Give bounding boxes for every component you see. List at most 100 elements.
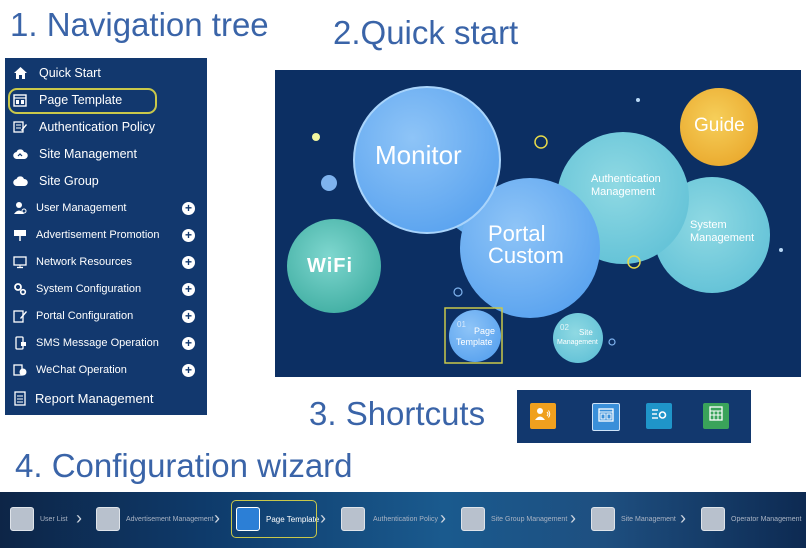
wizard-step-label: Site Management: [621, 515, 676, 523]
monitor-label: Monitor: [375, 140, 462, 170]
navigation-tree-heading: 1. Navigation tree: [10, 6, 269, 43]
expand-icon[interactable]: +: [182, 255, 195, 269]
nav-item-label: Page Template: [39, 93, 123, 107]
expand-icon[interactable]: +: [182, 228, 195, 242]
wizard-step-authentication-policy[interactable]: Authentication Policy: [341, 507, 438, 531]
nav-item-label: SMS Message Operation: [36, 337, 159, 349]
cloud-group-icon: [461, 507, 485, 531]
template-icon: [236, 507, 260, 531]
user-sound-icon: [535, 407, 551, 426]
operator-icon: [701, 507, 725, 531]
nav-item-label: Network Resources: [36, 256, 132, 268]
nav-item-quick-start[interactable]: Quick Start: [5, 61, 207, 85]
wizard-step-advertisement-management[interactable]: Advertisement Management: [96, 507, 214, 531]
nav-item-user-management[interactable]: User Management +: [5, 196, 207, 220]
cloud-icon: [12, 146, 28, 162]
wizard-step-label: Operator Management: [731, 515, 802, 523]
shortcuts-heading: 3. Shortcuts: [309, 395, 486, 432]
policy-icon: [12, 119, 28, 135]
chevron-right-icon: ›: [320, 508, 326, 528]
monitor-icon: [12, 254, 28, 270]
nav-item-network-resources[interactable]: Network Resources +: [5, 250, 207, 274]
policy-icon: [341, 507, 365, 531]
wizard-step-site-management[interactable]: Site Management: [591, 507, 676, 531]
nav-item-report-management[interactable]: Report Management: [5, 386, 207, 410]
home-icon: [12, 65, 28, 81]
clock-icon: [96, 507, 120, 531]
nav-item-site-group[interactable]: Site Group: [5, 169, 207, 193]
nav-item-label: System Configuration: [36, 283, 142, 295]
chevron-right-icon: ›: [76, 508, 82, 528]
expand-icon[interactable]: +: [182, 201, 195, 215]
edit-icon: [12, 308, 28, 324]
shortcut-system-settings[interactable]: [646, 403, 672, 429]
wizard-step-operator-management[interactable]: Operator Management: [701, 507, 801, 531]
wizard-step-label: Page Template: [266, 514, 320, 524]
nav-item-portal-configuration[interactable]: Portal Configuration +: [5, 304, 207, 328]
decor-dot: [312, 133, 320, 141]
expand-icon[interactable]: +: [182, 309, 195, 323]
step1-number: 01: [457, 320, 466, 329]
guide-label: Guide: [694, 115, 745, 136]
shortcut-report[interactable]: [703, 403, 729, 429]
step2-label-line1: Site: [579, 328, 593, 337]
portal-custom-label-line1: Portal: [488, 221, 546, 246]
nav-item-authentication-policy[interactable]: Authentication Policy: [5, 115, 207, 139]
decor-ring: [534, 135, 548, 149]
wizard-step-page-template[interactable]: Page Template: [236, 507, 319, 531]
user-icon: [10, 507, 34, 531]
billboard-icon: [12, 227, 28, 243]
nav-item-sms-message-operation[interactable]: SMS Message Operation +: [5, 331, 207, 355]
template-icon: [12, 92, 28, 108]
chevron-right-icon: ›: [440, 508, 446, 528]
shortcut-user-management[interactable]: [530, 403, 556, 429]
calculator-icon: [709, 406, 723, 426]
nav-item-label: WeChat Operation: [36, 364, 127, 376]
monitor-bubble[interactable]: [353, 86, 501, 234]
wizard-step-label: User List: [40, 515, 68, 523]
quick-start-bubbles: [287, 86, 783, 364]
chevron-right-icon: ›: [214, 508, 220, 528]
cloud-group-icon: [12, 173, 28, 189]
decor-dot: [779, 248, 783, 252]
configuration-wizard-heading: 4. Configuration wizard: [15, 447, 353, 484]
nav-item-label: Site Group: [39, 174, 99, 188]
portal-custom-label-line2: Custom: [488, 243, 564, 268]
nav-item-label: Report Management: [35, 390, 154, 406]
step2-bubble[interactable]: [553, 313, 603, 363]
wechat-icon: [12, 362, 28, 378]
authentication-management-label-line1: Authentication: [591, 173, 661, 185]
nav-item-site-management[interactable]: Site Management: [5, 142, 207, 166]
decor-dot: [321, 175, 337, 191]
wizard-step-label: Authentication Policy: [373, 515, 438, 523]
nav-item-page-template[interactable]: Page Template: [5, 88, 207, 112]
system-management-label-line1: System: [690, 219, 727, 231]
nav-item-label: Authentication Policy: [39, 120, 156, 134]
wizard-step-label: Advertisement Management: [126, 515, 214, 523]
nav-item-advertisement-promotion[interactable]: Advertisement Promotion +: [5, 223, 207, 247]
portal-custom-bubble[interactable]: [460, 178, 600, 318]
step1-bubble[interactable]: [449, 310, 501, 362]
expand-icon[interactable]: +: [182, 336, 195, 350]
wizard-step-site-group-management[interactable]: Site Group Management: [461, 507, 567, 531]
expand-icon[interactable]: +: [182, 282, 195, 296]
expand-icon[interactable]: +: [182, 363, 195, 377]
nav-item-label: Site Management: [39, 147, 137, 161]
system-management-label-line2: Management: [690, 232, 755, 244]
step2-label-line2: Management: [557, 339, 598, 346]
shortcut-page-template[interactable]: [592, 403, 620, 431]
nav-item-system-configuration[interactable]: System Configuration +: [5, 277, 207, 301]
nav-item-wechat-operation[interactable]: WeChat Operation +: [5, 358, 207, 382]
wizard-step-user-list[interactable]: User List: [10, 507, 68, 531]
decor-dot: [636, 98, 640, 102]
decor-ring: [608, 338, 616, 346]
wifi-bubble: [287, 219, 381, 313]
wizard-step-label: Site Group Management: [491, 515, 568, 523]
configuration-wizard-bar: User List › Advertisement Management › P…: [0, 492, 806, 548]
nav-item-label: User Management: [36, 202, 127, 214]
step1-highlight: [444, 307, 503, 364]
guide-bubble[interactable]: [680, 88, 758, 166]
gears-icon: [12, 281, 28, 297]
quick-start-panel: Monitor Portal Custom Authentication Man…: [275, 70, 801, 377]
step1-label-line2: Template: [456, 337, 493, 347]
